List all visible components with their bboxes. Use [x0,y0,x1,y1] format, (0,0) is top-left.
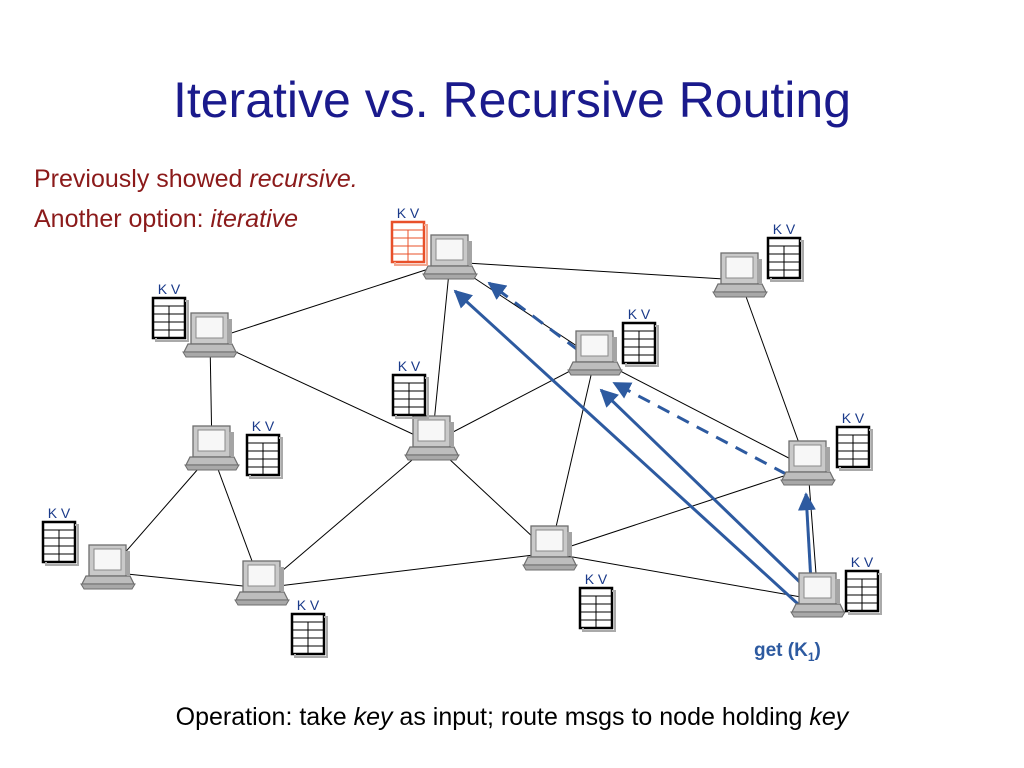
network-edge [431,442,551,554]
kv-table: K V [245,418,283,479]
kv-table-header: K V [585,571,608,587]
desktop-computer-icon [404,415,460,461]
desktop-computer-icon [567,330,623,376]
dashed-arrow-to-top-node [487,281,579,352]
solid-arrow-to-center-right-node [599,388,808,590]
network-edge [261,442,433,589]
kv-table: K V [621,306,659,367]
kv-table: K V [290,597,328,658]
kv-table-header: K V [842,410,865,426]
network-edge [549,357,596,554]
network-edge [209,261,451,341]
caption-key-2: key [809,703,849,731]
get-operation-label: get (K1) [754,640,821,664]
desktop-computer-icon [780,440,836,486]
kv-table: K V [578,571,616,632]
solid-arrow-to-right-node [797,492,816,583]
kv-table-header: K V [48,505,71,521]
network-edge [107,571,263,589]
network-edge [209,339,433,444]
desktop-computer-icon [182,312,238,358]
desktop-computer-icon [80,544,136,590]
caption-key-1: key [353,703,393,731]
subtitle-line-1-emphasis: recursive. [249,165,358,193]
kv-table-header: K V [252,418,275,434]
caption-text-2: as input; route msgs to node holding [392,703,810,731]
get-label-prefix: get (K [754,640,808,661]
desktop-computer-icon [184,425,240,471]
subtitle-line-2-emphasis: iterative [210,205,299,233]
network-edge [549,467,809,554]
subtitle-line-2-text: Another option: [34,205,211,233]
kv-table-header: K V [851,554,874,570]
desktop-computer-icon [712,252,768,298]
network-edge [431,261,451,444]
kv-table-header: K V [398,358,421,374]
subtitle-line-2: Another option: iterative [34,204,298,234]
kv-table-header: K V [297,597,320,613]
kv-table: K V [41,505,79,566]
get-label-subscript: 1 [807,649,815,664]
operation-caption: Operation: take key as input; route msgs… [0,700,1024,734]
kv-table-header: K V [628,306,651,322]
network-edge [449,261,741,281]
desktop-computer-icon [422,234,478,280]
kv-table: K V [835,410,873,471]
subtitle-line-1: Previously showed recursive. [34,164,358,194]
kv-table: K V [151,281,189,342]
network-edge [739,279,809,469]
caption-text-1: Operation: take [175,703,354,731]
network-edge [431,357,596,444]
network-edge [594,357,809,469]
kv-table: K V [391,358,429,419]
highlighted-kv-table: K V [390,205,428,266]
network-edge [261,552,551,589]
network-edge [549,552,819,601]
kv-table-header: K V [158,281,181,297]
desktop-computer-icon [234,560,290,606]
kv-table-header: K V [397,205,420,221]
kv-table: K V [844,554,882,615]
get-label-suffix: ) [814,640,821,661]
kv-table: K V [766,221,804,282]
kv-table-header: K V [773,221,796,237]
subtitle-line-1-text: Previously showed [34,165,250,193]
slide-title: Iterative vs. Recursive Routing [172,72,852,128]
desktop-computer-icon [522,525,578,571]
dashed-arrow-to-center-right-node [612,381,787,476]
solid-arrow-to-top-node [453,289,800,606]
desktop-computer-icon [790,572,846,618]
